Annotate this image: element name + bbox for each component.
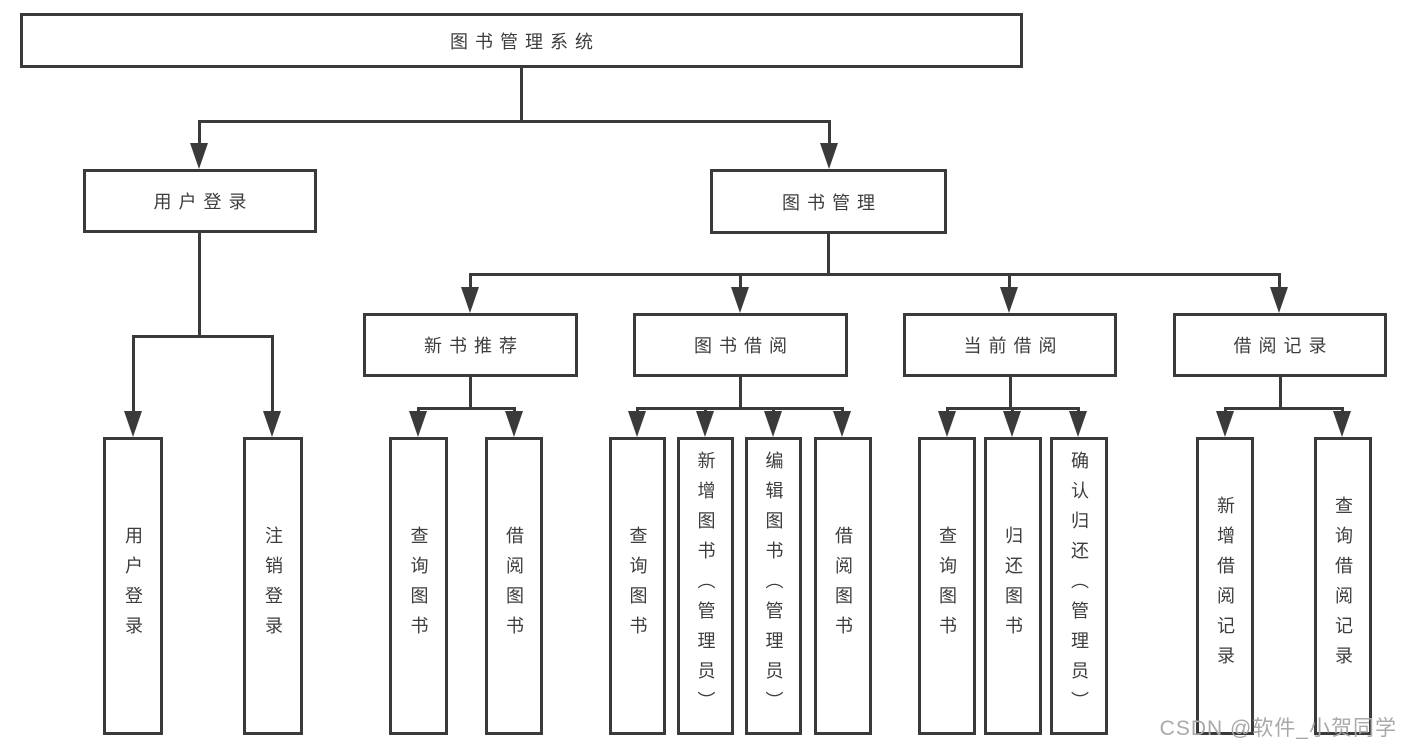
connector-line bbox=[198, 120, 831, 123]
node-label: 用户登录 bbox=[153, 192, 254, 212]
connector-line bbox=[469, 273, 472, 289]
arrow-down-icon bbox=[1000, 287, 1018, 313]
connector-line bbox=[198, 233, 201, 335]
node-library-management-system: 图书管理系统 bbox=[20, 13, 1023, 68]
node-label: 查询图书 bbox=[627, 526, 648, 646]
arrow-down-icon bbox=[505, 411, 523, 437]
connector-line bbox=[198, 120, 201, 147]
connector-line bbox=[1009, 377, 1012, 407]
node-book-borrowing: 图书借阅 bbox=[633, 313, 848, 377]
node-borrowing-records: 借阅记录 bbox=[1173, 313, 1387, 377]
arrow-down-icon bbox=[820, 143, 838, 169]
arrow-down-icon bbox=[1333, 411, 1351, 437]
arrow-down-icon bbox=[461, 287, 479, 313]
node-borrow-books-recommend: 借阅图书 bbox=[485, 437, 543, 735]
connector-line bbox=[739, 273, 742, 289]
arrow-down-icon bbox=[833, 411, 851, 437]
connector-line bbox=[636, 407, 844, 410]
connector-line bbox=[132, 335, 135, 413]
arrow-down-icon bbox=[409, 411, 427, 437]
node-logout: 注销登录 bbox=[243, 437, 303, 735]
node-label: 注销登录 bbox=[263, 526, 283, 646]
watermark: CSDN @软件_小贺同学 bbox=[1159, 717, 1397, 740]
node-user-login-leaf: 用户登录 bbox=[103, 437, 163, 735]
node-label: 借阅图书 bbox=[833, 526, 853, 646]
connector-line bbox=[1224, 407, 1343, 410]
connector-line bbox=[739, 377, 742, 407]
node-label: 查询图书 bbox=[937, 526, 957, 646]
arrow-down-icon bbox=[1003, 411, 1021, 437]
node-user-login: 用户登录 bbox=[83, 169, 317, 233]
node-label: 借阅图书 bbox=[504, 526, 524, 646]
node-query-books-borrowing: 查询图书 bbox=[609, 437, 666, 735]
connector-line bbox=[1278, 273, 1281, 289]
arrow-down-icon bbox=[1270, 287, 1288, 313]
node-label: 用户登录 bbox=[123, 526, 143, 646]
arrow-down-icon bbox=[764, 411, 782, 437]
node-confirm-return-admin: 确认归还（管理员） bbox=[1050, 437, 1108, 735]
node-label: 查询借阅记录 bbox=[1333, 496, 1353, 676]
node-label: 新增图书（管理员） bbox=[695, 451, 716, 721]
arrow-down-icon bbox=[731, 287, 749, 313]
connector-line bbox=[469, 273, 1281, 276]
arrow-down-icon bbox=[938, 411, 956, 437]
node-label: 归还图书 bbox=[1003, 526, 1023, 646]
arrow-down-icon bbox=[1216, 411, 1234, 437]
arrow-down-icon bbox=[628, 411, 646, 437]
node-borrow-books: 借阅图书 bbox=[814, 437, 872, 735]
connector-line bbox=[520, 68, 523, 120]
node-query-borrow-record: 查询借阅记录 bbox=[1314, 437, 1372, 735]
connector-line bbox=[417, 407, 516, 410]
node-label: 借阅记录 bbox=[1233, 336, 1334, 356]
node-return-books: 归还图书 bbox=[984, 437, 1042, 735]
connector-line bbox=[469, 377, 472, 407]
node-label: 当前借阅 bbox=[963, 336, 1064, 356]
connector-line bbox=[828, 120, 831, 147]
node-book-management: 图书管理 bbox=[710, 169, 947, 234]
node-label: 查询图书 bbox=[408, 526, 429, 646]
node-edit-books-admin: 编辑图书（管理员） bbox=[745, 437, 802, 735]
node-label: 新增借阅记录 bbox=[1215, 496, 1235, 676]
node-label: 图书管理 bbox=[782, 192, 882, 213]
node-current-borrowing: 当前借阅 bbox=[903, 313, 1117, 377]
node-label: 新书推荐 bbox=[424, 336, 524, 356]
node-label: 图书借阅 bbox=[694, 336, 794, 356]
node-label: 图书管理系统 bbox=[450, 31, 600, 52]
arrow-down-icon bbox=[1069, 411, 1087, 437]
connector-line bbox=[271, 335, 274, 413]
arrow-down-icon bbox=[124, 411, 142, 437]
node-add-books-admin: 新增图书（管理员） bbox=[677, 437, 734, 735]
arrow-down-icon bbox=[190, 143, 208, 169]
arrow-down-icon bbox=[696, 411, 714, 437]
connector-line bbox=[1008, 273, 1011, 289]
arrow-down-icon bbox=[263, 411, 281, 437]
node-query-books-recommend: 查询图书 bbox=[389, 437, 448, 735]
node-add-borrow-record: 新增借阅记录 bbox=[1196, 437, 1254, 735]
node-label: 编辑图书（管理员） bbox=[763, 451, 784, 721]
node-label: 确认归还（管理员） bbox=[1069, 451, 1089, 721]
connector-line bbox=[132, 335, 274, 338]
connector-line bbox=[827, 234, 830, 273]
connector-line bbox=[1279, 377, 1282, 407]
node-new-book-recommendation: 新书推荐 bbox=[363, 313, 578, 377]
node-query-books-current: 查询图书 bbox=[918, 437, 976, 735]
